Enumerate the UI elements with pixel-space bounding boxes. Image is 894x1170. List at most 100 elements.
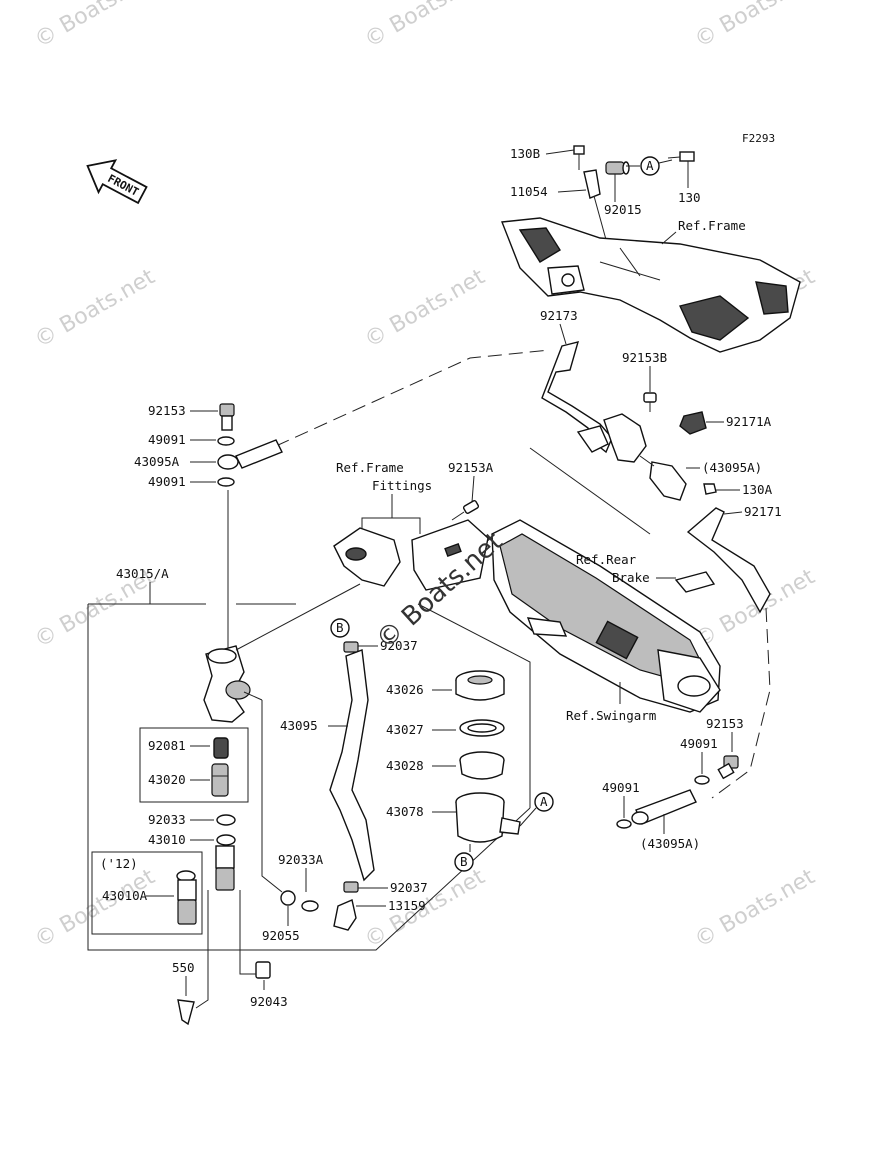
hose-guide-bracket [541, 341, 647, 463]
pushrod-43010 [215, 834, 236, 891]
watermark: © Boats.net [31, 264, 160, 353]
label-92015: 92015 [604, 202, 642, 217]
label-year-12: ('12) [100, 856, 138, 871]
label-92055: 92055 [262, 928, 300, 943]
washer-49091-b [217, 477, 235, 487]
label-92153a: 92153A [448, 460, 494, 475]
label-92033: 92033 [148, 812, 186, 827]
frame-outline [501, 217, 801, 353]
label-ref-frame-top: Ref.Frame [678, 218, 746, 233]
frame-fittings-bracket [333, 519, 489, 591]
label-92171: 92171 [744, 504, 782, 519]
label-43095a: 43095A [134, 454, 180, 469]
label-43027: 43027 [386, 722, 424, 737]
elbow-13159 [333, 899, 357, 931]
label-92173: 92173 [540, 308, 578, 323]
label-ref-frame-fittings-2: Fittings [372, 478, 432, 493]
figure-code: F2293 [742, 132, 775, 145]
circlip-92033 [216, 814, 236, 826]
label-13159: 13159 [388, 898, 426, 913]
sub-box-12 [91, 851, 203, 935]
label-43026: 43026 [386, 682, 424, 697]
label-92037-bot: 92037 [390, 880, 428, 895]
clevis-pin-92043 [255, 961, 271, 979]
watermark: © Boats.net [691, 864, 820, 953]
washer-49091-right [694, 775, 710, 785]
label-49091-right: 49091 [680, 736, 718, 751]
bolt-92153b [643, 392, 657, 412]
assembly-box-43015a [87, 603, 531, 951]
callout-b-top: B [330, 618, 350, 638]
clip-92033a [301, 900, 319, 912]
sub-box-92081-43020 [139, 727, 249, 803]
label-ref-rear-brake-2: Brake [612, 570, 650, 585]
hose-43095a [217, 439, 283, 470]
label-92037-top: 92037 [380, 638, 418, 653]
label-43010a: 43010A [102, 888, 148, 903]
piston-43020 [211, 763, 229, 797]
top-hardware: A [545, 145, 695, 277]
bracket-92171 [686, 507, 771, 614]
banjo-bolt-92153-right [717, 755, 739, 780]
banjo-bolt-92153 [219, 403, 235, 431]
hose-end-43095a [639, 455, 687, 501]
swingarm [491, 519, 721, 713]
diaphragm-43028 [459, 751, 505, 780]
clamp-92037-top [343, 641, 359, 653]
reservoir-43078 [455, 792, 521, 852]
master-cylinder [203, 645, 251, 723]
label-43078: 43078 [386, 804, 424, 819]
label-49091-b: 49091 [148, 474, 186, 489]
bolt-92153a [451, 500, 480, 521]
spring-92081 [213, 737, 229, 759]
label-130: 130 [678, 190, 701, 205]
rear-brake-bracket [674, 571, 716, 593]
clamp-92037-bot [343, 881, 359, 893]
reservoir-hose-43095 [329, 649, 375, 882]
label-49091-a: 49091 [148, 432, 186, 447]
label-43095: 43095 [280, 718, 318, 733]
label-92033a: 92033A [278, 852, 324, 867]
hose-end-43095a-right [631, 789, 697, 825]
label-92153-right: 92153 [706, 716, 744, 731]
watermark: © Boats.net [691, 0, 820, 53]
callout-a-reservoir: A [534, 792, 554, 812]
label-130b: 130B [510, 146, 540, 161]
label-43095a-paren2: (43095A) [640, 836, 700, 851]
callout-a: A [646, 158, 654, 173]
label-43028: 43028 [386, 758, 424, 773]
reservoir-cap-43026 [455, 670, 505, 701]
callout-b-reservoir: B [454, 852, 474, 872]
label-ref-rear-brake-1: Ref.Rear [576, 552, 637, 567]
label-92153-top: 92153 [148, 403, 186, 418]
bolt-130a [703, 483, 717, 495]
label-92171a: 92171A [726, 414, 772, 429]
cotter-pin-550 [177, 999, 195, 1026]
label-92153b: 92153B [622, 350, 667, 365]
callout-b: B [336, 620, 344, 635]
label-92081: 92081 [148, 738, 186, 753]
watermark: © Boats.net [31, 0, 160, 53]
callout-b: B [460, 854, 468, 869]
plate-43027 [459, 719, 505, 737]
label-11054: 11054 [510, 184, 548, 199]
label-130a: 130A [742, 482, 773, 497]
label-43010: 43010 [148, 832, 186, 847]
washer-49091-a [217, 436, 235, 446]
label-92043: 92043 [250, 994, 288, 1009]
oring-92055 [280, 890, 296, 906]
pushrod-43010a [176, 870, 197, 925]
hose-routing-lines [275, 349, 771, 799]
label-49091-right2: 49091 [602, 780, 640, 795]
watermark: © Boats.net [361, 0, 490, 53]
watermark: © Boats.net [361, 264, 490, 353]
label-ref-swingarm: Ref.Swingarm [566, 708, 656, 723]
label-43015a: 43015/A [116, 566, 169, 581]
label-43095a-paren: (43095A) [702, 460, 762, 475]
label-550: 550 [172, 960, 195, 975]
watermark: © Boats.net [31, 864, 160, 953]
front-arrow-icon: FRONT [86, 159, 148, 205]
label-43020: 43020 [148, 772, 186, 787]
washer-49091-right2 [616, 819, 632, 829]
